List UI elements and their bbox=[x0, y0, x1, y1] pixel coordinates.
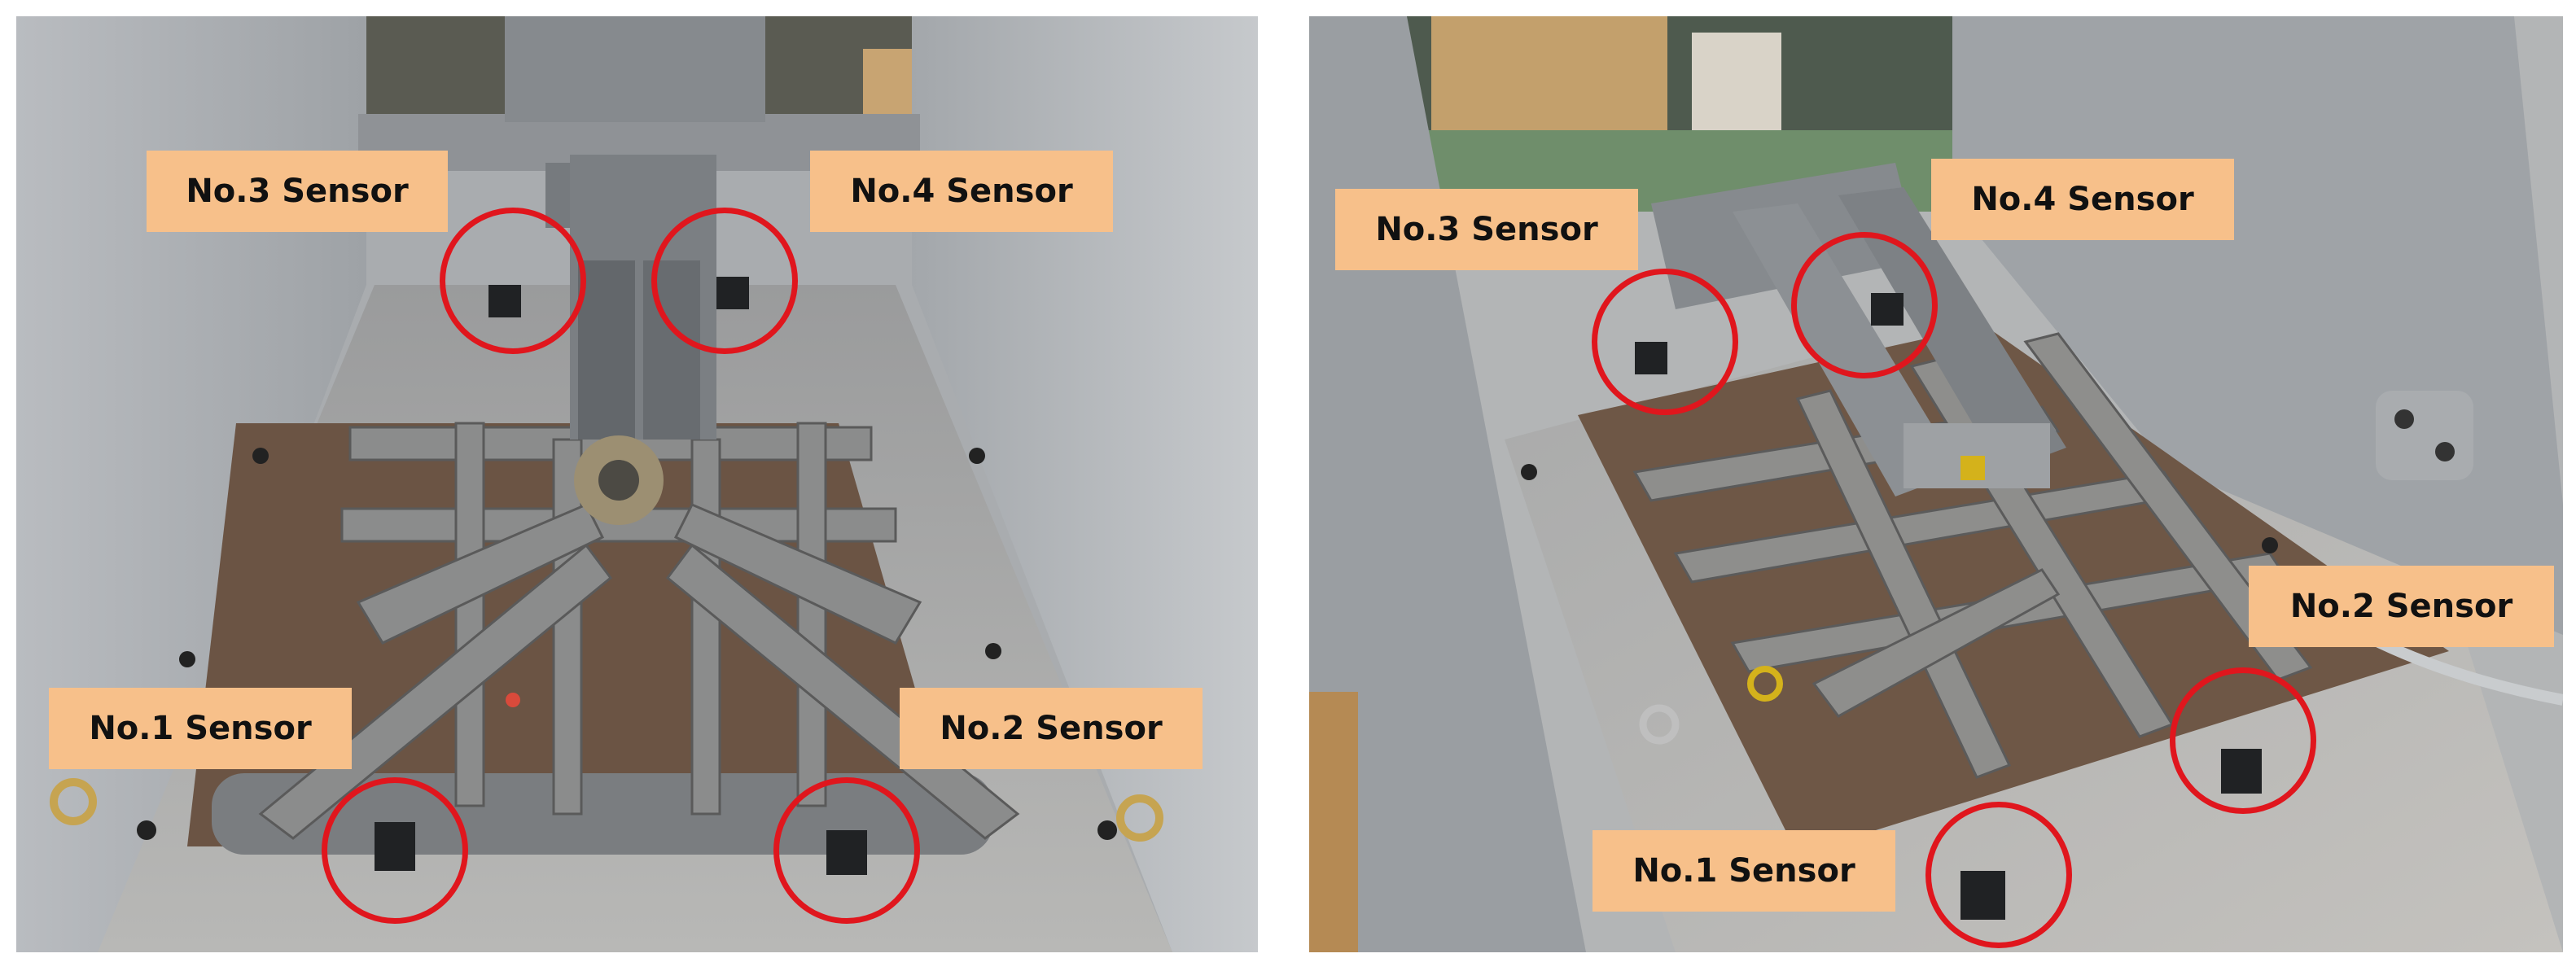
right-photo bbox=[1309, 16, 2563, 952]
right-sensor-1-label: No.1 Sensor bbox=[1592, 830, 1895, 912]
right-photo-image bbox=[1309, 16, 2563, 952]
left-sensor-4-label: No.4 Sensor bbox=[810, 151, 1113, 232]
right-sensor-2-label: No.2 Sensor bbox=[2249, 566, 2554, 647]
right-sensor-3-label: No.3 Sensor bbox=[1335, 189, 1638, 270]
right-sensor-3-marker bbox=[1592, 269, 1738, 415]
left-sensor-3-label: No.3 Sensor bbox=[147, 151, 448, 232]
left-sensor-2-label: No.2 Sensor bbox=[900, 688, 1203, 769]
left-sensor-4-marker bbox=[651, 208, 798, 354]
left-sensor-1-marker bbox=[322, 777, 468, 924]
left-sensor-1-label: No.1 Sensor bbox=[49, 688, 352, 769]
right-sensor-2-marker bbox=[2170, 667, 2316, 814]
right-sensor-4-label: No.4 Sensor bbox=[1931, 159, 2234, 240]
right-sensor-4-marker bbox=[1791, 232, 1938, 378]
right-sensor-1-marker bbox=[1925, 802, 2072, 948]
left-sensor-3-marker bbox=[440, 208, 586, 354]
left-sensor-2-marker bbox=[773, 777, 920, 924]
